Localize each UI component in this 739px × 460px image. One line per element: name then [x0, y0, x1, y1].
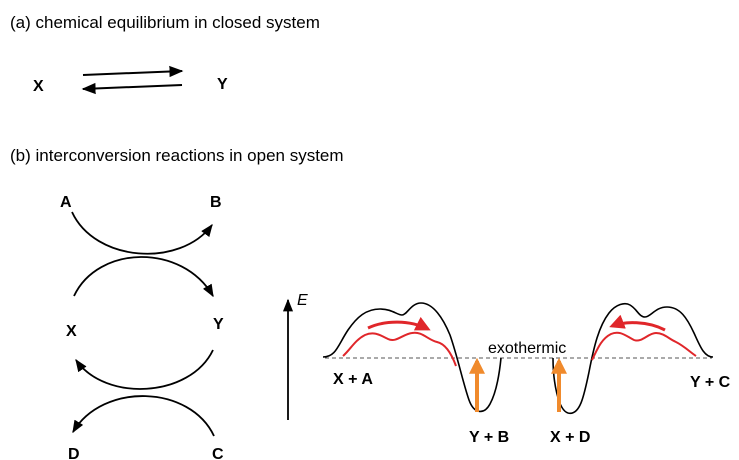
reverse-arrow [81, 82, 183, 95]
cycle-label-y: Y [213, 316, 224, 333]
exothermic-label: exothermic [488, 340, 566, 357]
cycle-label-a: A [60, 194, 72, 211]
cycle-label-b: B [210, 194, 222, 211]
arc-y-to-x-arrow [75, 349, 214, 390]
red-path-right [591, 331, 697, 361]
red-arrow-left [367, 316, 431, 331]
energy-axis: E [282, 292, 308, 420]
energy-profile: exothermic X + A Y + B X + D Y + C [322, 302, 731, 446]
panel-a-caption: (a) chemical equilibrium in closed syste… [10, 13, 320, 32]
label-x-plus-d: X + D [550, 429, 590, 446]
red-arrow-right [609, 314, 666, 332]
label-y-plus-c: Y + C [690, 374, 731, 391]
arc-c-to-d-arrow [72, 395, 215, 437]
red-path-left [342, 331, 457, 367]
label-x-plus-a: X + A [333, 371, 373, 388]
cycle-label-d: D [68, 446, 80, 460]
interconversion-cycle: A B X Y D C [60, 194, 224, 460]
cycle-label-c: C [212, 446, 224, 460]
species-x-label: X [33, 78, 44, 95]
label-y-plus-b: Y + B [469, 429, 509, 446]
panel-b-caption: (b) interconversion reactions in open sy… [10, 146, 344, 165]
cycle-label-x: X [66, 323, 77, 340]
black-energy-curve [322, 302, 714, 414]
arc-a-to-b-arrow [71, 211, 213, 255]
species-y-label: Y [217, 76, 228, 93]
equilibrium-arrows [81, 65, 184, 95]
forward-arrow [82, 65, 184, 78]
energy-axis-label: E [297, 292, 308, 309]
arc-x-to-y-arrow [73, 256, 214, 298]
